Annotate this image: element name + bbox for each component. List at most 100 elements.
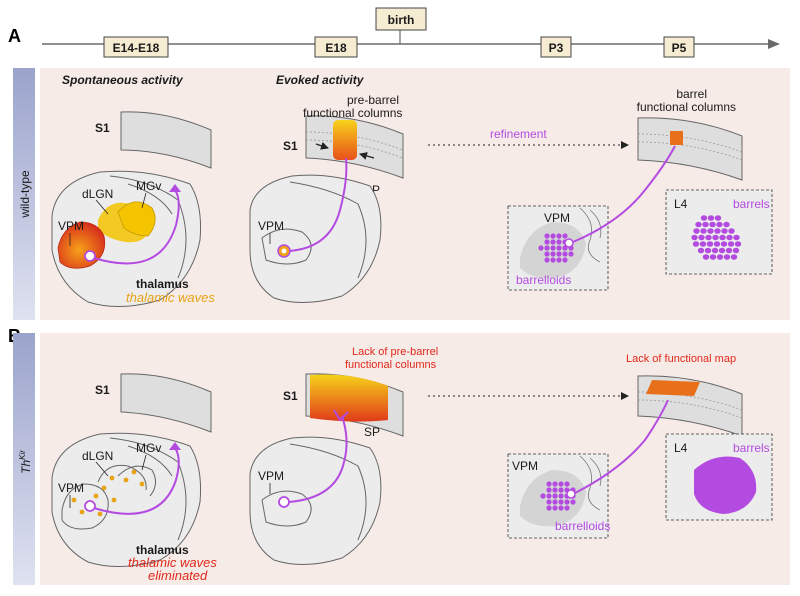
eliminated-label: eliminated <box>148 568 208 583</box>
barrelloid <box>544 239 550 245</box>
l4-label: L4 <box>674 441 688 455</box>
barrel-column <box>670 131 683 145</box>
barrelloid <box>558 487 564 493</box>
barrelloid <box>570 499 576 505</box>
activity-dot <box>111 497 117 503</box>
timeline-tick-box <box>663 36 695 58</box>
s1-label: S1 <box>95 383 110 397</box>
barrelloid <box>552 481 558 487</box>
activity-dot <box>79 509 85 515</box>
barrelloid-neuron <box>564 238 574 248</box>
barrelloid <box>562 257 568 263</box>
barrel <box>699 241 707 247</box>
barrel <box>700 228 707 234</box>
thalamocortical-axon <box>93 447 180 515</box>
activity-dot <box>101 485 107 491</box>
barrelloid <box>550 239 556 245</box>
barrelloid <box>556 233 562 239</box>
vpm-label: VPM <box>58 219 84 233</box>
barrel <box>733 234 740 241</box>
sparse-activity-dots <box>71 469 145 517</box>
barrelloid <box>550 245 556 251</box>
timeline-tick-label: P5 <box>672 41 687 55</box>
activity-dot <box>109 475 115 481</box>
barrel <box>713 241 721 247</box>
barrel <box>721 228 728 234</box>
sp-label: SP <box>364 425 380 439</box>
fused-barrel-field <box>694 456 757 514</box>
evoked-activity-title: Evoked activity <box>276 73 365 87</box>
barrel <box>716 254 724 260</box>
barrel <box>706 241 714 247</box>
barrelloid <box>550 233 556 239</box>
barrel <box>714 215 722 221</box>
barrels-label: barrels <box>733 197 770 211</box>
barrel <box>728 228 735 234</box>
barrelloid <box>558 493 564 499</box>
panel-b: S1 dLGN MGv VPM thalamus thalamic waves … <box>51 346 773 583</box>
barrelloid <box>564 505 570 511</box>
barrel <box>692 241 700 247</box>
barrelloid <box>552 487 558 493</box>
barrelloid <box>564 499 570 505</box>
thalamocortical-axon <box>288 415 348 503</box>
s1-cortex <box>120 373 212 433</box>
barrelloids-label: barrelloids <box>516 273 571 287</box>
mgv-pointer <box>141 192 147 209</box>
lack-prebarrel-line1: Lack of pre-barrel <box>352 346 438 358</box>
barrelloid <box>556 251 562 257</box>
barrelloid <box>546 499 552 505</box>
barrel <box>727 241 735 247</box>
mgv-label: MGv <box>136 441 161 455</box>
barrel <box>702 221 709 228</box>
barrel <box>719 234 726 241</box>
barrelloid <box>558 481 564 487</box>
activity-dot <box>139 481 145 487</box>
thalamic-waves-label: thalamic waves <box>126 290 215 305</box>
thalamocortical-axon <box>572 145 676 243</box>
timeline-tick-box <box>103 36 169 58</box>
barrelloid <box>552 505 558 511</box>
thalamus-label: thalamus <box>136 543 189 557</box>
dlgn-label: dLGN <box>82 449 113 463</box>
s1-cortex-p5 <box>637 117 743 181</box>
barrel <box>718 247 726 254</box>
barrelloid <box>544 233 550 239</box>
diffuse-map <box>646 380 700 396</box>
cortex-layer-line <box>637 391 743 411</box>
activity-dot <box>93 493 99 499</box>
axon-terminal <box>169 184 181 192</box>
cortex-layer-line <box>637 141 743 161</box>
axon-terminal <box>333 409 349 422</box>
inset-contour <box>579 207 601 263</box>
barrelloid <box>546 505 552 511</box>
s1-label: S1 <box>283 139 298 153</box>
prebarrel-label-line1: pre-barrel <box>347 93 399 107</box>
cortex-layer-line <box>637 133 743 153</box>
barrel-field <box>691 215 742 260</box>
side-bar-wild-type <box>13 68 35 320</box>
barrelloid <box>552 499 558 505</box>
dlgn-label: dLGN <box>82 187 113 201</box>
thalamic-waves-label: thalamic waves <box>128 555 217 570</box>
barrelloid <box>558 505 564 511</box>
barrel <box>693 228 700 234</box>
cortex-layer-line <box>637 399 743 419</box>
vpm-label: VPM <box>544 211 570 225</box>
activity-dot <box>97 511 103 517</box>
barrelloid <box>546 487 552 493</box>
mgv-pointer <box>141 454 147 471</box>
timeline-tick-label: E14-E18 <box>113 41 160 55</box>
activity-dot <box>71 497 77 503</box>
barrel <box>700 215 708 221</box>
inset-contour <box>589 457 602 487</box>
barrel <box>698 234 705 241</box>
barrelloid <box>544 251 550 257</box>
barrelloid <box>538 245 544 251</box>
timeline: birth E14-E18 E18 P3 P5 <box>42 7 780 58</box>
barrelloid-neuron <box>566 489 576 499</box>
vpm-neuron <box>84 250 96 262</box>
barrel <box>716 221 723 228</box>
